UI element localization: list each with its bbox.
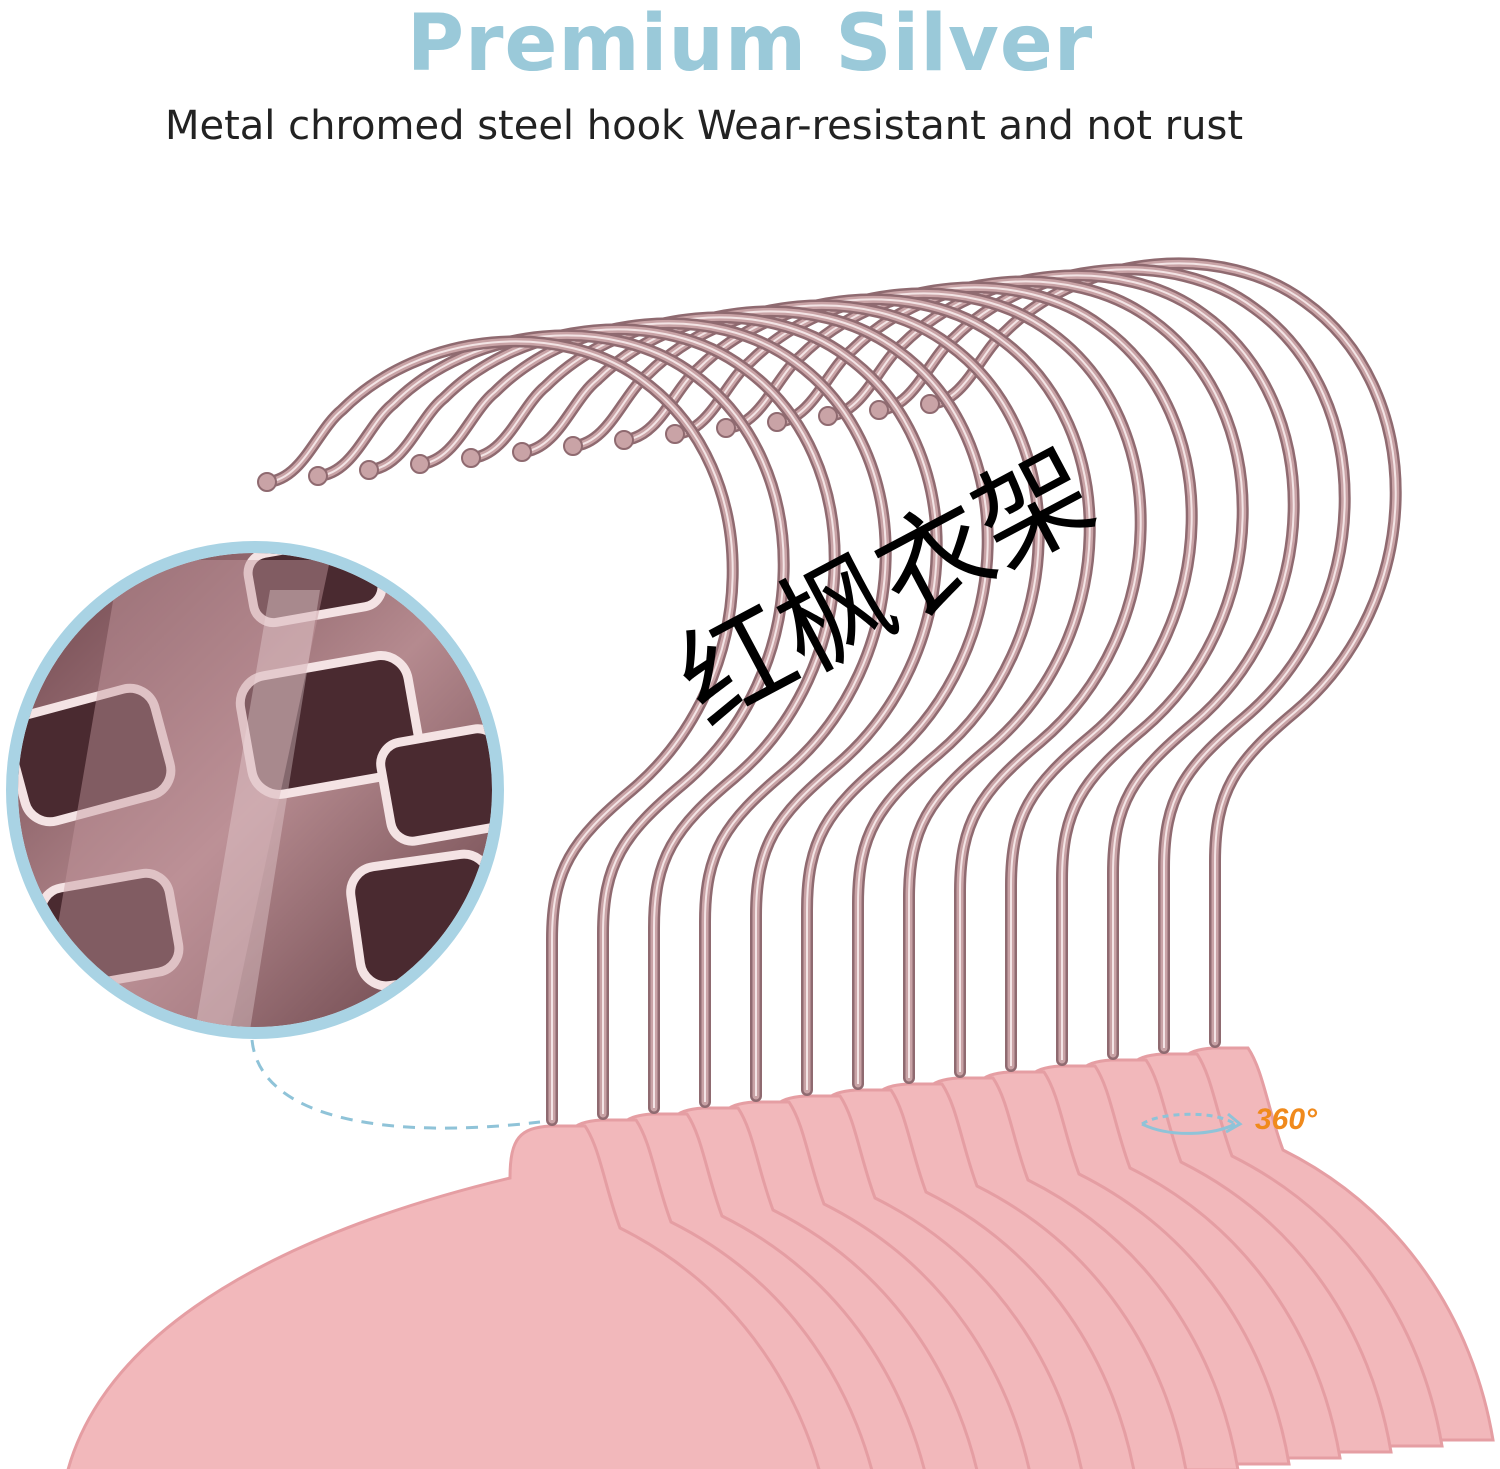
hook-ball-tip [767, 412, 787, 432]
hook-ball-tip [665, 424, 685, 444]
rotation-arrow-icon [1141, 1112, 1243, 1135]
hook-ball-tip [920, 394, 940, 414]
hook-highlight [521, 310, 989, 1090]
hook-highlight [878, 268, 1346, 1048]
hook-highlight [725, 286, 1193, 1066]
hook-highlight [929, 262, 1397, 1042]
hanger-hooks [257, 257, 1402, 1126]
hook-highlight [827, 274, 1295, 1054]
hook-ball-tip [614, 430, 634, 450]
hook-ball-tip [716, 418, 736, 438]
hook-highlight [368, 328, 836, 1108]
hook-ball-tip [308, 466, 328, 486]
page-subtitle: Metal chromed steel hook Wear-resistant … [164, 103, 1244, 149]
hook-highlight [674, 292, 1142, 1072]
hook-ball-tip [563, 436, 583, 456]
hook-highlight [317, 334, 785, 1114]
page-title: Premium Silver [406, 0, 1094, 89]
hook-ball-tip [818, 406, 838, 426]
hook-ball-tip [257, 472, 277, 492]
hanger-bodies [66, 1046, 1495, 1469]
hook-highlight [266, 340, 734, 1120]
hook-highlight [623, 298, 1091, 1078]
hook-ball-tip [359, 460, 379, 480]
rotation-label: 360° [1255, 1103, 1318, 1136]
hook-ball-tip [869, 400, 889, 420]
zoom-callout-line [250, 1039, 541, 1130]
zoom-detail [6, 541, 504, 1039]
hook-highlight [470, 316, 938, 1096]
hanger-body [66, 1124, 821, 1469]
hook-ball-tip [512, 442, 532, 462]
hook-highlight [419, 322, 887, 1102]
hook-highlight [776, 280, 1244, 1060]
hook-ball-tip [461, 448, 481, 468]
hook-ball-tip [410, 454, 430, 474]
steel-tube-cross-section [18, 553, 492, 992]
zoom-ring [6, 541, 504, 1039]
hook-highlight [572, 304, 1040, 1084]
